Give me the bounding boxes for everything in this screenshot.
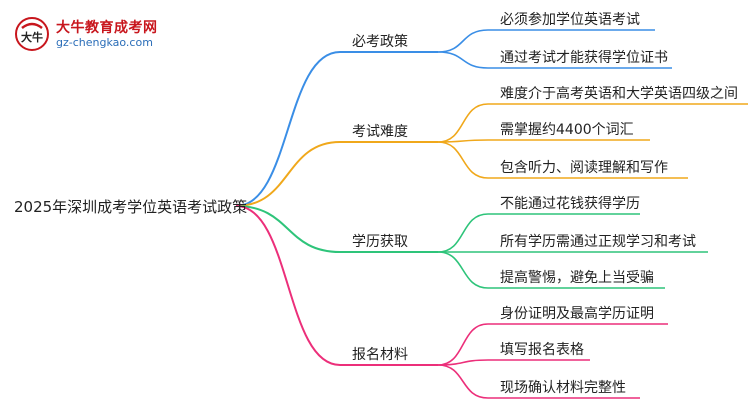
logo-url: gz-chengkao.com <box>56 36 153 49</box>
leaf-topic: 现场确认材料完整性 <box>500 380 626 396</box>
mindmap-edges <box>235 29 748 399</box>
site-logo: 大牛 大牛教育成考网 gz-chengkao.com <box>14 14 214 54</box>
leaf-topic: 通过考试才能获得学位证书 <box>500 49 668 66</box>
branch-connector <box>235 205 438 253</box>
branch-topic: 必考政策 <box>352 33 408 50</box>
branch-connector <box>235 205 438 366</box>
bull-logo-icon: 大牛 <box>15 17 49 51</box>
leaf-topic: 身份证明及最高学历证明 <box>500 305 654 322</box>
leaf-topic: 提高警惕，避免上当受骗 <box>500 269 654 286</box>
branch-topic: 学历获取 <box>352 234 408 250</box>
branch-topic: 考试难度 <box>352 124 408 140</box>
leaf-connector <box>437 364 640 399</box>
leaf-connector <box>437 323 668 366</box>
logo-mark-text: 大牛 <box>21 30 43 44</box>
leaf-topic: 不能通过花钱获得学历 <box>500 195 640 212</box>
leaf-topic: 需掌握约4400个词汇 <box>500 122 634 138</box>
branch-connector <box>235 51 438 207</box>
leaf-topic: 所有学历需通过正规学习和考试 <box>500 234 696 250</box>
leaf-topic: 难度介于高考英语和大学英语四级之间 <box>500 85 738 102</box>
branch-topic: 报名材料 <box>352 347 408 363</box>
branch-connector <box>235 141 438 207</box>
leaf-connector <box>437 141 688 179</box>
root-topic: 2025年深圳成考学位英语考试政策 <box>14 198 247 216</box>
leaf-topic: 必须参加学位英语考试 <box>500 11 640 28</box>
leaf-connector <box>437 251 665 289</box>
logo-name: 大牛教育成考网 <box>56 20 158 36</box>
leaf-connector <box>437 29 655 53</box>
leaf-topic: 包含听力、阅读理解和写作 <box>500 159 668 176</box>
leaf-connector <box>437 359 590 366</box>
leaf-topic: 填写报名表格 <box>500 342 584 358</box>
leaf-connector <box>437 213 640 253</box>
leaf-connector <box>437 139 650 143</box>
leaf-connector <box>437 51 672 69</box>
leaf-connector <box>437 103 748 143</box>
